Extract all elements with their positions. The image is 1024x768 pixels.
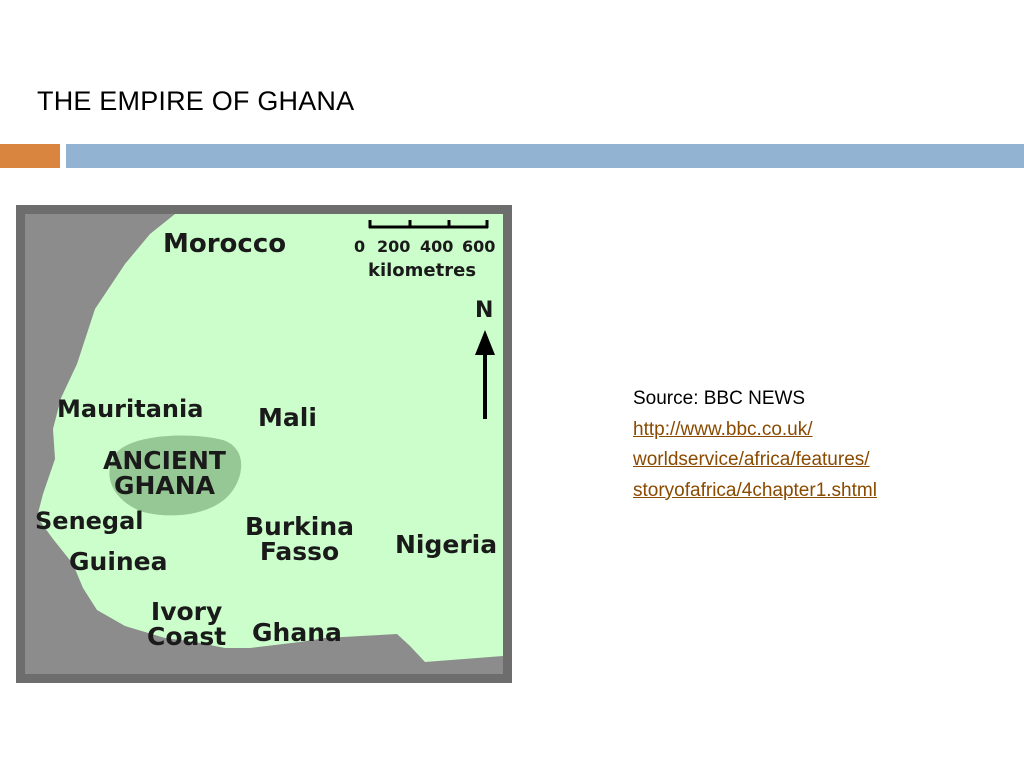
source-link-line3[interactable]: storyofafrica/4chapter1.shtml: [633, 479, 877, 501]
land-area: [37, 214, 503, 662]
north-arrow-icon: [475, 330, 495, 419]
scale-unit: kilometres: [368, 260, 477, 281]
accent-bar-blue: [66, 144, 1024, 168]
label-burkina-line1: Burkina: [245, 512, 355, 541]
label-burkina-line2: Fasso: [259, 537, 340, 566]
scale-tick-0: 0: [354, 237, 366, 256]
accent-bar-orange: [0, 144, 60, 168]
source-block: Source: BBC NEWS http://www.bbc.co.uk/ w…: [633, 384, 1013, 506]
map-of-west-africa: Morocco Mauritania Mali ANCIENT GHANA Se…: [16, 205, 512, 683]
label-morocco: Morocco: [163, 229, 287, 259]
label-ancient-ghana: ANCIENT GHANA: [103, 448, 226, 498]
label-nigeria: Nigeria: [395, 530, 498, 559]
label-guinea: Guinea: [69, 547, 168, 576]
label-ghana: Ghana: [252, 618, 342, 647]
label-ivory-coast: Ivory Coast: [147, 599, 226, 649]
label-ivory-line1: Ivory: [150, 597, 223, 626]
source-label: Source: BBC NEWS: [633, 388, 806, 409]
label-ivory-line2: Coast: [147, 622, 227, 651]
label-mauritania: Mauritania: [57, 395, 204, 423]
map-image: [37, 214, 503, 662]
source-link-line1[interactable]: http://www.bbc.co.uk/: [633, 418, 813, 440]
slide-title: THE EMPIRE OF GHANA: [37, 86, 355, 116]
label-mali: Mali: [258, 403, 317, 432]
ancient-ghana-region: [109, 435, 242, 516]
scale-bar: [368, 220, 489, 229]
scale-tick-400: 400: [420, 237, 454, 256]
label-senegal: Senegal: [35, 507, 144, 535]
scale-tick-200: 200: [377, 237, 411, 256]
label-ancient-ghana-line2: GHANA: [113, 471, 216, 500]
label-burkina-fasso: Burkina Fasso: [245, 514, 354, 564]
north-label: N: [475, 298, 494, 323]
source-link-line2[interactable]: worldservice/africa/features/: [633, 449, 870, 470]
label-ancient-ghana-line1: ANCIENT: [103, 446, 226, 475]
scale-tick-600: 600: [462, 237, 496, 256]
